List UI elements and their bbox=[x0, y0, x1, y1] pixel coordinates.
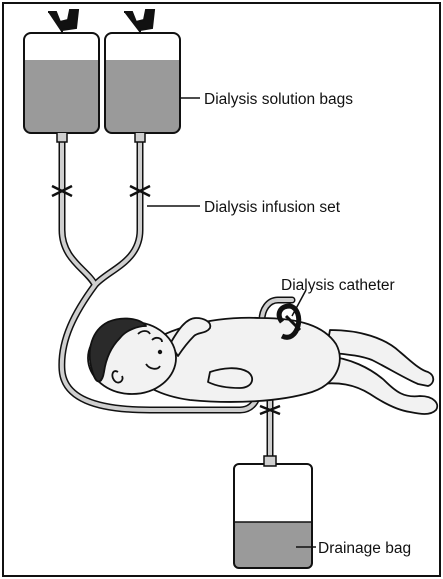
bag-hook-left bbox=[48, 10, 78, 33]
solution-bag-right bbox=[100, 33, 185, 142]
label-solution-bags: Dialysis solution bags bbox=[204, 91, 353, 108]
drainage-bag bbox=[230, 456, 320, 572]
label-drainage-bag: Drainage bag bbox=[318, 540, 411, 557]
solution-bag-left bbox=[20, 33, 105, 142]
infant-figure bbox=[88, 318, 437, 414]
bag-hook-right bbox=[124, 10, 154, 33]
label-infusion-set: Dialysis infusion set bbox=[204, 199, 341, 216]
label-catheter: Dialysis catheter bbox=[281, 277, 395, 294]
